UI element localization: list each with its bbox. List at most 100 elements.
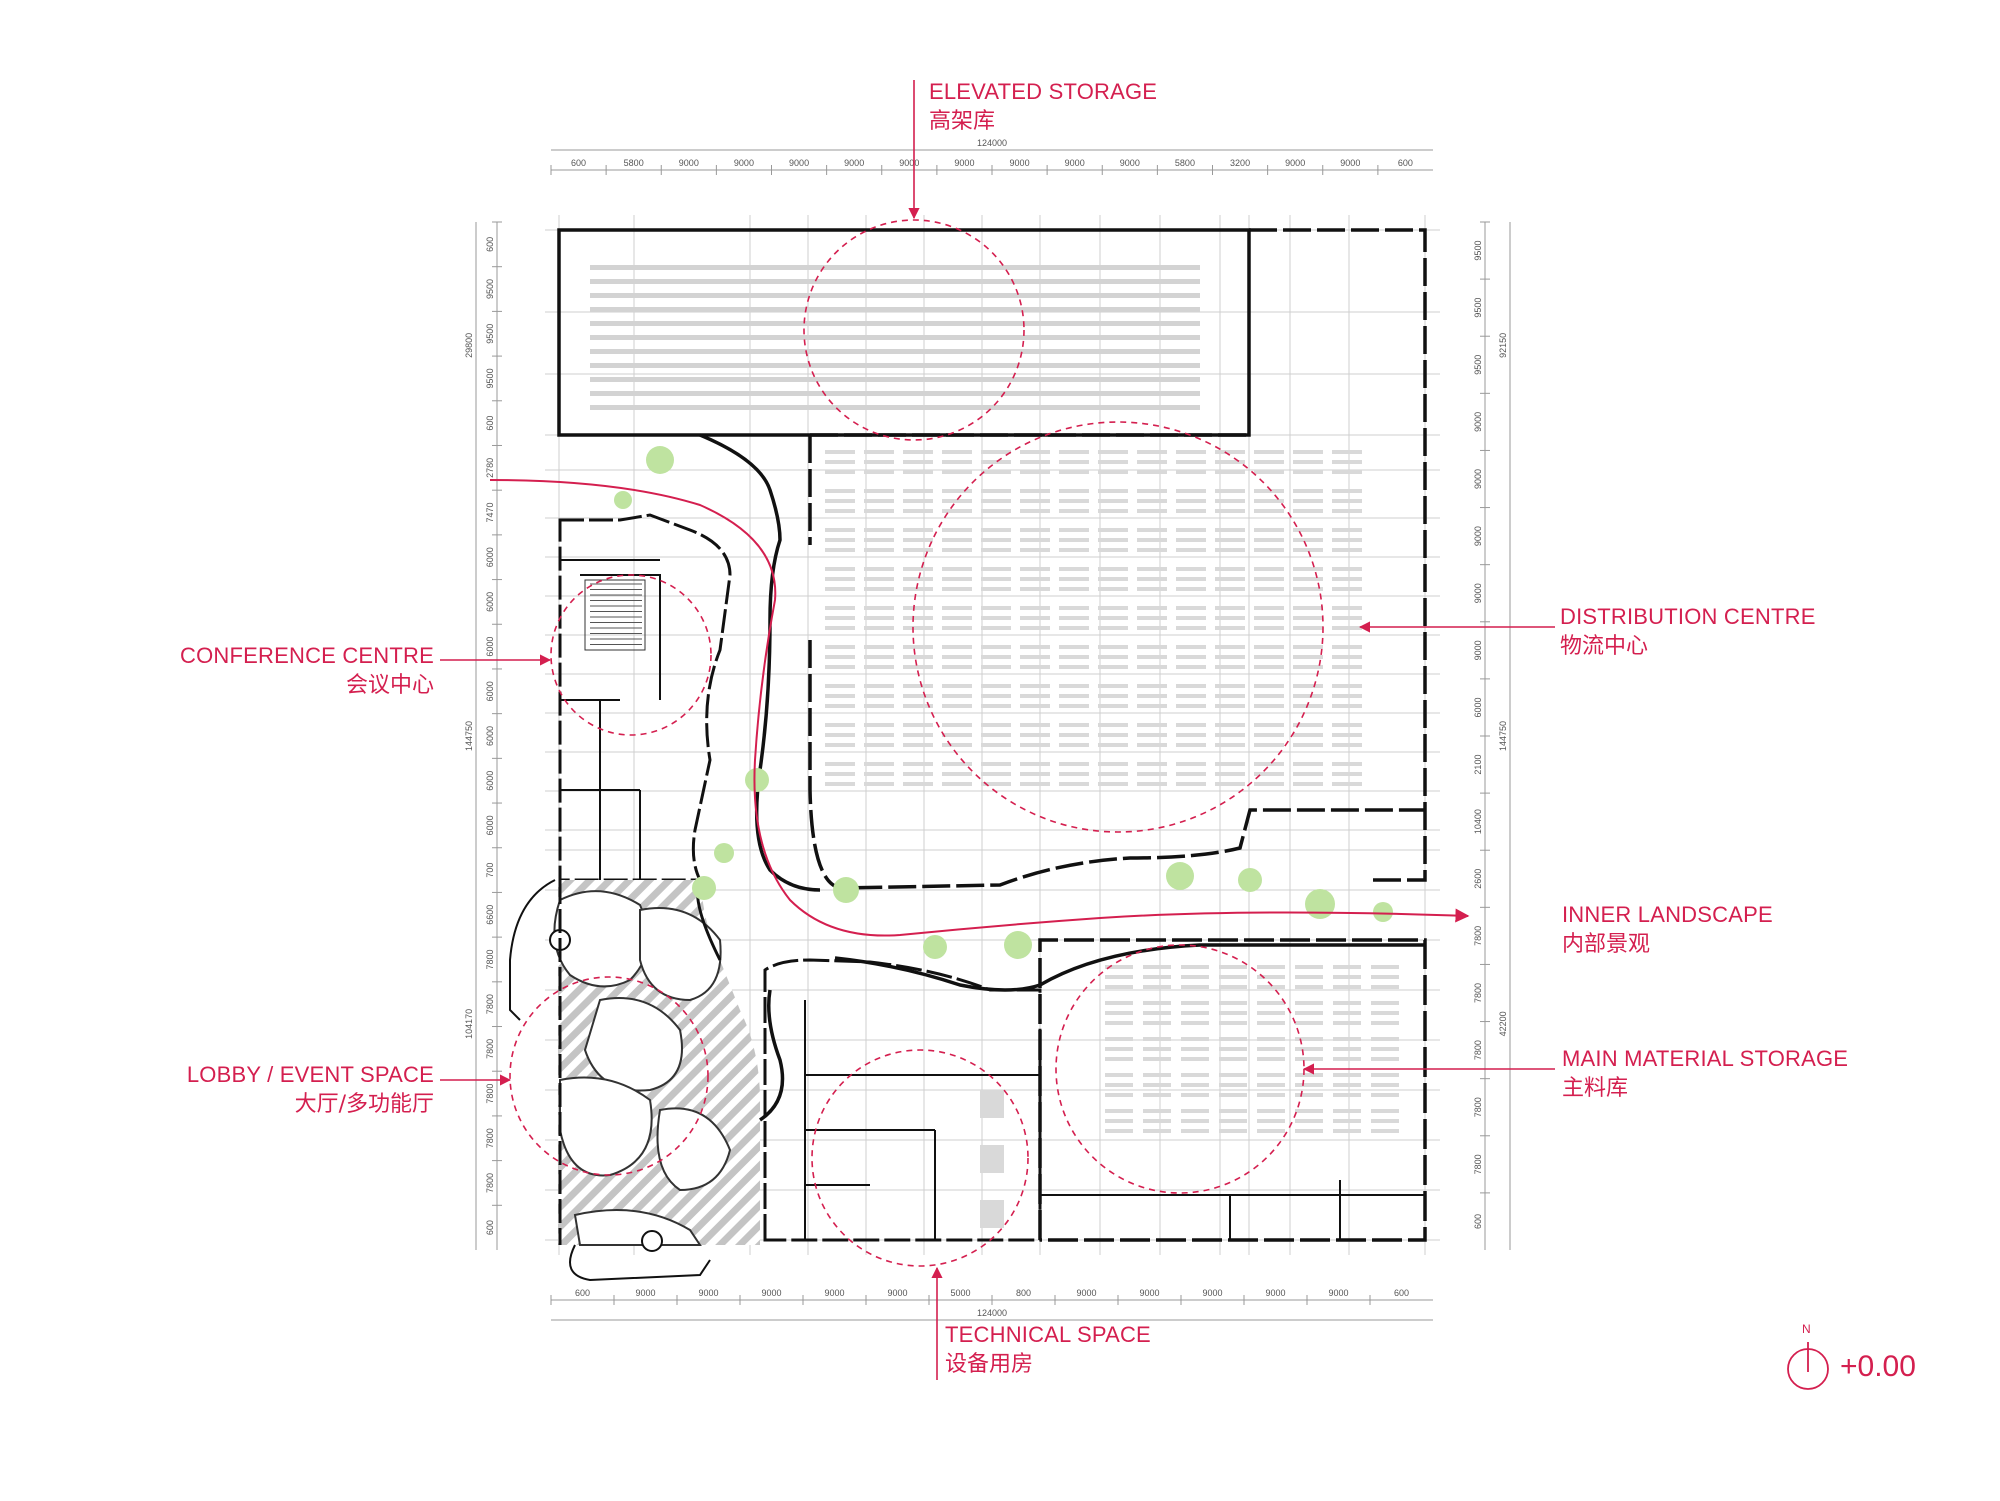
dimension-total: 29800 — [464, 333, 474, 358]
dimension-label: 9000 — [887, 1288, 907, 1298]
dimension-label: 7800 — [1473, 1154, 1483, 1174]
dimension-total: 92150 — [1498, 333, 1508, 358]
technical-space-block — [763, 958, 1042, 1242]
technical-space-circle — [811, 1049, 1029, 1267]
label-inner-landscape-en: INNER LANDSCAPE — [1562, 902, 1773, 927]
tree-icon — [1238, 868, 1262, 892]
dimension-label: 7800 — [1473, 926, 1483, 946]
dimension-label: 9000 — [1010, 158, 1030, 168]
label-pointers — [440, 80, 1555, 1380]
dimension-label: 9000 — [679, 158, 699, 168]
label-lobby-event-space-zh: 大厅/多功能厅 — [294, 1092, 434, 1118]
label-inner-landscape: INNER LANDSCAPE 内部景观 — [1562, 902, 1773, 958]
label-elevated-storage: ELEVATED STORAGE 高架库 — [929, 79, 1158, 134]
dimension-label: 7800 — [485, 1039, 495, 1059]
tree-icon — [646, 446, 674, 474]
dimension-label: 9000 — [1473, 583, 1483, 603]
dimension-label: 6000 — [485, 592, 495, 612]
dimension-label: 7800 — [485, 994, 495, 1014]
tree-icon — [1004, 931, 1032, 959]
distribution-centre-circle — [912, 421, 1324, 833]
dimension-label: 5800 — [1175, 158, 1195, 168]
conference-centre-block — [558, 513, 732, 882]
dimension-label: 9000 — [844, 158, 864, 168]
label-conference-centre-en: CONFERENCE CENTRE — [180, 643, 434, 668]
dimension-label: 9500 — [485, 324, 495, 344]
label-elevated-storage-en: ELEVATED STORAGE — [929, 79, 1158, 104]
dimension-label: 9000 — [1065, 158, 1085, 168]
dimension-total: 124000 — [977, 138, 1007, 148]
dimension-label: 6000 — [485, 547, 495, 567]
tree-icon — [714, 843, 734, 863]
dimension-label: 7800 — [485, 1173, 495, 1193]
dimension-label: 9500 — [485, 279, 495, 299]
dimension-label: 9000 — [1076, 1288, 1096, 1298]
dimension-label: 9000 — [698, 1288, 718, 1298]
dimension-label: 9000 — [1202, 1288, 1222, 1298]
dimension-label: 9000 — [1473, 640, 1483, 660]
label-distribution-centre: DISTRIBUTION CENTRE 物流中心 — [1560, 604, 1816, 659]
dimension-label: 9000 — [1473, 412, 1483, 432]
dimension-label: 2780 — [485, 458, 495, 478]
tree-icon — [692, 876, 716, 900]
dimension-label: 9000 — [1340, 158, 1360, 168]
dimension-label: 9000 — [1139, 1288, 1159, 1298]
dimension-label: 2100 — [1473, 755, 1483, 775]
tree-icon — [923, 935, 947, 959]
dimension-label: 9000 — [1120, 158, 1140, 168]
dimension-label: 9000 — [954, 158, 974, 168]
dimension-label: 600 — [1473, 1214, 1483, 1229]
dimension-strings: 600 5800 9000 9000 9000 9000 9000 9000 9000 9000 9… — [464, 138, 1511, 1321]
dimension-label: 9000 — [1328, 1288, 1348, 1298]
dimension-total: 144750 — [464, 721, 474, 751]
dimension-total: 124000 — [977, 1308, 1007, 1318]
dimension-label: 600 — [1394, 1288, 1409, 1298]
label-main-material-storage-zh: 主料库 — [1562, 1076, 1629, 1102]
label-technical-space-zh: 设备用房 — [945, 1352, 1034, 1378]
label-inner-landscape-zh: 内部景观 — [1562, 932, 1651, 958]
dimension-label: 6000 — [1473, 697, 1483, 717]
dimension-label: 800 — [1016, 1288, 1031, 1298]
label-main-material-storage: MAIN MATERIAL STORAGE 主料库 — [1562, 1046, 1849, 1102]
north-label: N — [1802, 1322, 1811, 1336]
label-main-material-storage-en: MAIN MATERIAL STORAGE — [1562, 1046, 1849, 1071]
dimension-label: 9500 — [1473, 241, 1483, 261]
dimension-label: 5000 — [950, 1288, 970, 1298]
dimension-label: 9000 — [734, 158, 754, 168]
dimension-label: 9000 — [761, 1288, 781, 1298]
tree-icon — [833, 877, 859, 903]
dimension-label: 7800 — [1473, 1097, 1483, 1117]
label-lobby-event-space-en: LOBBY / EVENT SPACE — [186, 1062, 434, 1087]
level-label: +0.00 — [1840, 1350, 1916, 1383]
landscape-trees — [614, 446, 1393, 959]
dimension-label: 9000 — [1265, 1288, 1285, 1298]
dimension-label: 3200 — [1230, 158, 1250, 168]
dimension-label: 600 — [485, 1220, 495, 1235]
dimension-label: 600 — [1398, 158, 1413, 168]
dimension-label: 9500 — [1473, 298, 1483, 318]
dimension-label: 6000 — [485, 681, 495, 701]
dimension-total: 144750 — [1498, 721, 1508, 751]
dimension-label: 9000 — [1473, 526, 1483, 546]
dimension-label: 10400 — [1473, 809, 1483, 834]
tree-icon — [614, 491, 632, 509]
dimension-label: 2600 — [1473, 869, 1483, 889]
dimension-label: 9000 — [1285, 158, 1305, 168]
label-conference-centre-zh: 会议中心 — [345, 673, 434, 699]
elevated-storage-block — [557, 228, 1251, 437]
dimension-label: 7800 — [1473, 1040, 1483, 1060]
distribution-centre-block — [808, 228, 1427, 890]
tree-icon — [1166, 862, 1194, 890]
lobby-event-space-block — [509, 879, 760, 1282]
label-conference-centre: CONFERENCE CENTRE 会议中心 — [180, 643, 434, 699]
conference-centre-circle — [550, 574, 712, 736]
dimension-label: 7800 — [1473, 983, 1483, 1003]
label-distribution-centre-en: DISTRIBUTION CENTRE — [1560, 604, 1816, 629]
dimension-total: 42200 — [1498, 1011, 1508, 1036]
dimension-label: 9000 — [824, 1288, 844, 1298]
dimension-label: 600 — [575, 1288, 590, 1298]
dimension-label: 9000 — [899, 158, 919, 168]
tree-icon — [1373, 902, 1393, 922]
dimension-label: 5800 — [624, 158, 644, 168]
